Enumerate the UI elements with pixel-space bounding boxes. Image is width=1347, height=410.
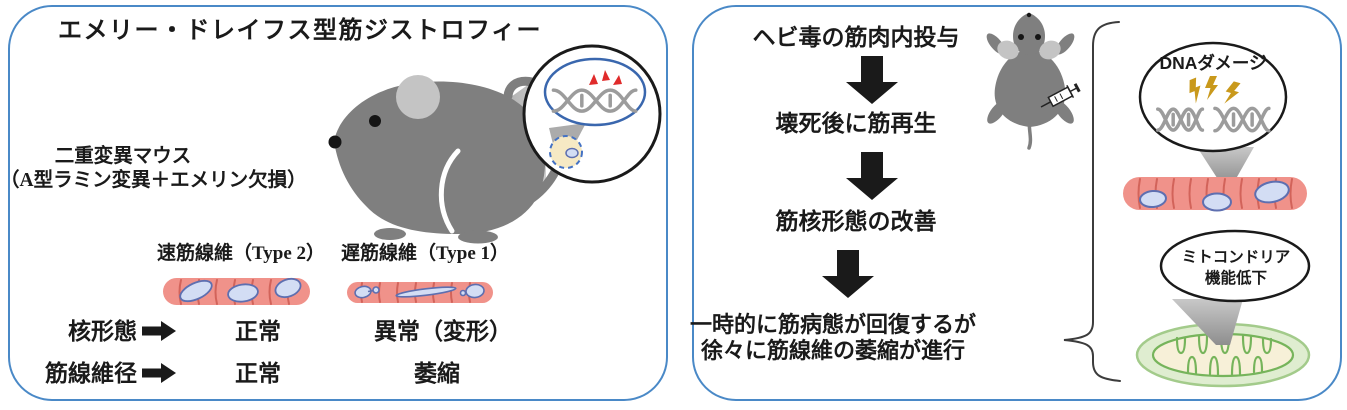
muscle-fiber-type2-icon — [163, 277, 310, 305]
row-label-nuclear-shape: 核形態 — [68, 318, 137, 344]
outcome-text: 一時的に筋病態が回復するが 徐々に筋線維の萎縮が進行 — [672, 312, 994, 364]
mouse-eye-icon — [369, 115, 381, 127]
callout-funnel — [1172, 299, 1243, 345]
row2-col1-value: 正常 — [235, 360, 281, 386]
row1-col1-value: 正常 — [235, 318, 281, 344]
mito-callout-line1: ミトコンドリア — [1181, 249, 1291, 266]
double-mutant-caption: 二重変異マウス （A型ラミン変異＋エメリン欠損） — [0, 144, 307, 193]
nucleus-magnifier — [522, 44, 662, 184]
mouse-rear-foot — [458, 230, 498, 244]
mito-callout-line2: 機能低下 — [1204, 270, 1267, 287]
left-panel-title: エメリー・ドレイフス型筋ジストロフィー — [57, 17, 543, 44]
down-arrow-icon — [846, 152, 898, 200]
caption-line2: （A型ラミン変異＋エメリン欠損） — [0, 169, 307, 191]
mouse-haunch-line — [438, 148, 461, 234]
table-row-arrows — [142, 321, 176, 383]
mouse-top-icon — [986, 12, 1075, 150]
row2-col2-value: 萎縮 — [414, 360, 460, 386]
outcome-line2: 徐々に筋線維の萎縮が進行 — [700, 338, 965, 363]
grouping-bracket — [1063, 21, 1121, 382]
nucleus-outline-icon — [543, 57, 647, 127]
syringe-icon — [1040, 83, 1081, 108]
mitochondrion-icon — [1135, 322, 1311, 388]
outcome-line1: 一時的に筋病態が回復するが — [689, 312, 976, 337]
fiber-col1-header: 速筋線維（Type 2） — [156, 243, 326, 264]
mouse-eye-icon — [1018, 34, 1024, 40]
mouse-nose-icon — [328, 135, 342, 149]
flow-step-1: ヘビ毒の筋肉内投与 — [752, 24, 960, 50]
fiber-nuclei-normal — [1139, 180, 1290, 212]
right-arrow-icon — [142, 321, 176, 341]
fiber-nuclei-deformed — [354, 283, 485, 299]
mouse-nose-icon — [1026, 12, 1032, 18]
fiber-col2-header: 遅筋線維（Type 1） — [340, 243, 510, 264]
dna-damage-callout — [1138, 41, 1288, 184]
row-label-fiber-diameter: 筋線維径 — [45, 360, 137, 386]
mouse-eye-icon — [1035, 34, 1041, 40]
cell-nucleolus-icon — [565, 147, 579, 159]
flow-arrows — [822, 56, 898, 298]
dna-callout-label: DNAダメージ — [1159, 53, 1267, 73]
mouse-ear-icon — [997, 40, 1019, 60]
mouse-ear-icon — [1039, 40, 1061, 60]
mito-callout-label: ミトコンドリア 機能低下 — [1156, 247, 1316, 289]
fiber-nuclei-normal — [179, 277, 302, 303]
muscle-fiber-regenerated-icon — [1123, 177, 1307, 212]
callout-circle — [1138, 41, 1288, 153]
mouse-body — [994, 50, 1066, 127]
mouse-front-foot — [374, 228, 406, 240]
muscle-fiber-type1-icon — [347, 282, 493, 303]
flow-step-3: 筋核形態の改善 — [775, 208, 937, 234]
mito-callout-ellipse — [1159, 229, 1311, 303]
down-arrow-icon — [846, 56, 898, 104]
flow-step-2: 壊死後に筋再生 — [775, 110, 937, 136]
mouse-ear-icon — [396, 75, 440, 119]
row1-col2-value: 異常（変形） — [374, 318, 512, 344]
callout-funnel — [1197, 147, 1254, 184]
mouse-head — [1013, 13, 1045, 55]
caption-line1: 二重変異マウス — [54, 145, 192, 167]
right-arrow-icon — [142, 363, 176, 383]
mouse-body — [334, 81, 546, 234]
dna-damage-marks-icon — [589, 70, 622, 85]
down-arrow-icon — [822, 250, 874, 298]
